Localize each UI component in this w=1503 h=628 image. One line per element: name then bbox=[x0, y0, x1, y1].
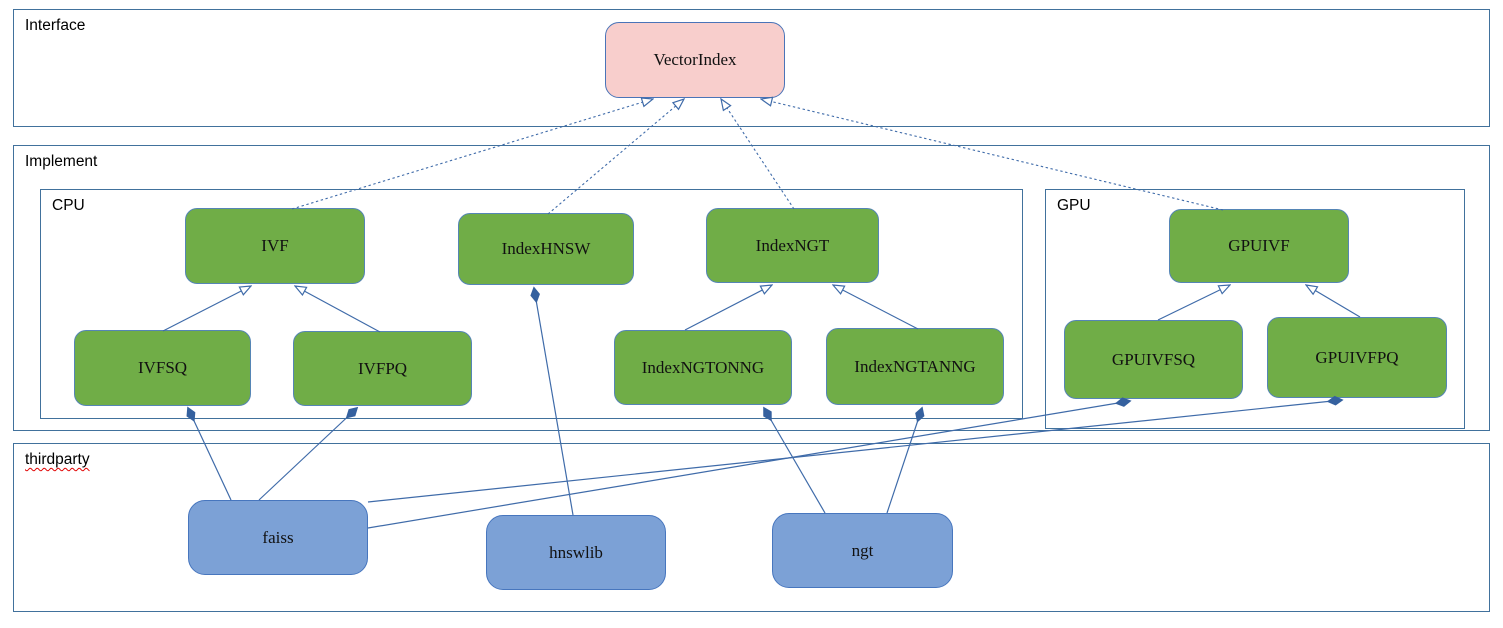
edge-indexngtanng-indexngt bbox=[833, 285, 919, 330]
edge-faiss-ivfpq bbox=[258, 406, 359, 501]
edge-indexngt-vectorindex bbox=[721, 99, 795, 210]
edge-faiss-ivfsq bbox=[186, 406, 232, 501]
node-ivf[interactable]: IVF bbox=[185, 208, 365, 284]
node-faiss[interactable]: faiss bbox=[188, 500, 368, 575]
edge-indexngtonng-indexngt bbox=[684, 285, 772, 331]
node-indexngt[interactable]: IndexNGT bbox=[706, 208, 879, 283]
gpu-label: GPU bbox=[1057, 197, 1091, 214]
node-gpuivfpq[interactable]: GPUIVFPQ bbox=[1267, 317, 1447, 398]
edge-gpuivfsq-gpuivf bbox=[1157, 285, 1230, 321]
edge-ivfsq-ivf bbox=[162, 286, 251, 332]
edge-faiss-gpuivfpq bbox=[367, 395, 1344, 503]
edge-gpuivf-vectorindex bbox=[761, 99, 1224, 211]
edge-ivfpq-ivf bbox=[295, 286, 381, 333]
gpu-container[interactable]: GPU bbox=[1045, 189, 1465, 429]
interface-container[interactable]: Interface bbox=[13, 9, 1490, 127]
implement-label: Implement bbox=[25, 153, 98, 170]
edge-ngt-indexngtonng bbox=[763, 406, 826, 514]
node-indexngtanng[interactable]: IndexNGTANNG bbox=[826, 328, 1004, 405]
node-gpuivfsq[interactable]: GPUIVFSQ bbox=[1064, 320, 1243, 399]
cpu-container[interactable]: CPU bbox=[40, 189, 1023, 419]
interface-label: Interface bbox=[25, 17, 86, 34]
node-indexngtonng[interactable]: IndexNGTONNG bbox=[614, 330, 792, 405]
edge-gpuivfpq-gpuivf bbox=[1306, 285, 1361, 318]
node-ivfpq[interactable]: IVFPQ bbox=[293, 331, 472, 406]
edge-ngt-indexngtanng bbox=[886, 406, 925, 514]
edge-faiss-gpuivfsq bbox=[367, 397, 1132, 529]
node-ivfsq[interactable]: IVFSQ bbox=[74, 330, 251, 406]
node-gpuivf[interactable]: GPUIVF bbox=[1169, 209, 1349, 283]
node-hnswlib[interactable]: hnswlib bbox=[486, 515, 666, 590]
node-vectorindex[interactable]: VectorIndex bbox=[605, 22, 785, 98]
node-indexhnsw[interactable]: IndexHNSW bbox=[458, 213, 634, 285]
thirdparty-label: thirdparty bbox=[25, 451, 90, 468]
thirdparty-container[interactable]: thirdparty bbox=[13, 443, 1490, 612]
edge-hnswlib-indexhnsw bbox=[530, 286, 574, 516]
node-ngt[interactable]: ngt bbox=[772, 513, 953, 588]
cpu-label: CPU bbox=[52, 197, 85, 214]
